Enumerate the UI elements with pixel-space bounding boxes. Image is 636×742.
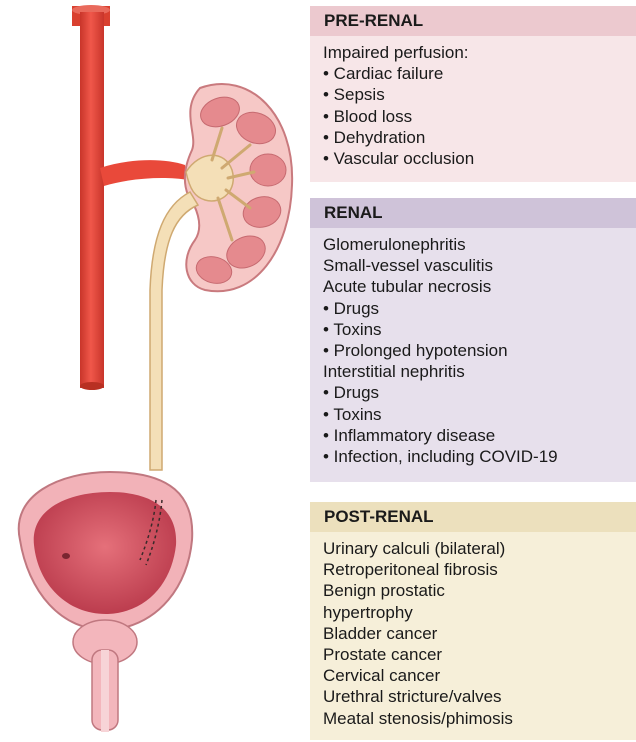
ureter	[150, 192, 198, 470]
list-item: Prostate cancer	[323, 644, 636, 665]
list-item: • Infection, including COVID-19	[323, 446, 636, 467]
list-item: Urinary calculi (bilateral)	[323, 538, 636, 559]
list-item: • Drugs	[323, 298, 636, 319]
list-item: Glomerulonephritis	[323, 234, 636, 255]
list-item: Cervical cancer	[323, 665, 636, 686]
list-item: • Blood loss	[323, 106, 636, 127]
list-item: • Toxins	[323, 319, 636, 340]
urinary-tract-illustration	[0, 0, 300, 742]
urethra	[92, 650, 118, 732]
post-renal-body: Urinary calculi (bilateral) Retroperiton…	[310, 532, 636, 740]
post-renal-header: POST-RENAL	[310, 502, 636, 532]
bladder	[19, 472, 193, 630]
renal-artery	[100, 160, 188, 186]
list-item: Small-vessel vasculitis	[323, 255, 636, 276]
pre-renal-panel: PRE-RENAL Impaired perfusion: • Cardiac …	[310, 6, 636, 182]
list-item: • Drugs	[323, 382, 636, 403]
kidney	[185, 84, 292, 291]
list-item: Urethral stricture/valves	[323, 686, 636, 707]
list-item: • Dehydration	[323, 127, 636, 148]
list-item: Interstitial nephritis	[323, 361, 636, 382]
list-item: Acute tubular necrosis	[323, 276, 636, 297]
pre-renal-header: PRE-RENAL	[310, 6, 636, 36]
pre-renal-body: Impaired perfusion: • Cardiac failure • …	[310, 36, 636, 182]
list-item: Impaired perfusion:	[323, 42, 636, 63]
list-item: Bladder cancer	[323, 623, 636, 644]
list-item: Benign prostatic	[323, 580, 636, 601]
renal-body: Glomerulonephritis Small-vessel vasculit…	[310, 228, 636, 482]
post-renal-panel: POST-RENAL Urinary calculi (bilateral) R…	[310, 502, 636, 740]
list-item: • Vascular occlusion	[323, 148, 636, 169]
list-item: hypertrophy	[323, 602, 636, 623]
list-item: Retroperitoneal fibrosis	[323, 559, 636, 580]
list-item: • Cardiac failure	[323, 63, 636, 84]
list-item: • Inflammatory disease	[323, 425, 636, 446]
aorta	[72, 5, 110, 390]
renal-panel: RENAL Glomerulonephritis Small-vessel va…	[310, 198, 636, 482]
list-item: Meatal stenosis/phimosis	[323, 708, 636, 729]
list-item: • Toxins	[323, 404, 636, 425]
list-item: • Sepsis	[323, 84, 636, 105]
list-item: • Prolonged hypotension	[323, 340, 636, 361]
renal-header: RENAL	[310, 198, 636, 228]
